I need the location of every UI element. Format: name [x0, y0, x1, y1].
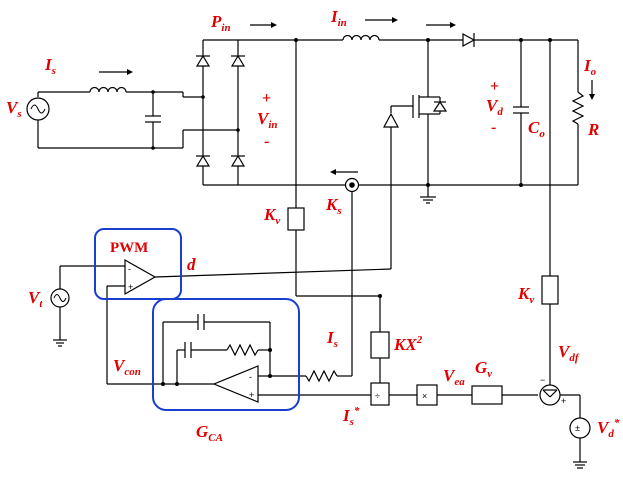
- compensation-network: [161, 314, 272, 386]
- label-ks: Ks: [325, 195, 342, 217]
- label-vin-plus: +: [262, 90, 271, 107]
- summing-junction: [539, 384, 581, 418]
- label-vd-minus: -: [491, 119, 496, 136]
- label-pin: Pin: [210, 12, 231, 34]
- pwm-highlight-box: [94, 228, 182, 300]
- pwm-comparator: [124, 258, 392, 296]
- ground-symbol-power: [420, 185, 436, 204]
- label-kv-left: Kv: [263, 205, 280, 227]
- sum-minus-sign: −: [540, 375, 545, 385]
- label-vea: Vea: [443, 366, 465, 388]
- gate-driver: [382, 112, 400, 269]
- kv-right-block: [541, 40, 559, 385]
- label-vt: Vt: [28, 288, 43, 310]
- label-pwm: PWM: [110, 240, 148, 256]
- label-gv: Gv: [475, 358, 492, 380]
- sum-plus-sign: +: [561, 396, 566, 406]
- opamp-minus-sign: -: [249, 372, 252, 382]
- divider-block: [370, 382, 390, 406]
- flow-arrows: [99, 17, 595, 175]
- label-is-star: Is*: [342, 405, 360, 428]
- multiplier-symbol: ×: [422, 391, 427, 401]
- label-kx2: KX2: [393, 334, 423, 354]
- comparator-minus-sign: -: [128, 264, 131, 274]
- reference-source-vdstar: [569, 417, 591, 469]
- gv-block: [471, 385, 503, 405]
- label-d: d: [187, 255, 196, 274]
- label-vdf: Vdf: [558, 342, 580, 364]
- ref-source-sign: ±: [575, 423, 580, 433]
- load-resistor: [571, 40, 585, 185]
- carrier-source-vt: [50, 265, 125, 347]
- label-co: Co: [528, 118, 545, 140]
- mosfet-switch: [390, 40, 448, 185]
- label-vcon: Vcon: [113, 356, 141, 378]
- diode-bridge: [195, 40, 246, 185]
- label-vd-plus: +: [490, 78, 499, 95]
- boost-diode: [462, 32, 476, 48]
- comparator-plus-sign: +: [128, 282, 133, 292]
- label-kv-right: Kv: [517, 284, 534, 306]
- kx2-block: [370, 296, 390, 383]
- label-vs: Vs: [6, 98, 22, 120]
- input-filter-capacitor: [145, 90, 161, 150]
- label-vin: Vin: [257, 109, 278, 131]
- label-vd-star: Vd*: [597, 417, 620, 440]
- input-resistor-ca: [270, 369, 338, 383]
- label-gca: GCA: [196, 422, 223, 444]
- label-vin-minus: -: [264, 133, 269, 150]
- kv-left-block: [287, 40, 380, 297]
- output-capacitor: [513, 40, 529, 185]
- label-is-input: Is: [44, 55, 56, 77]
- label-vd: Vd: [486, 96, 503, 118]
- label-iin: Iin: [330, 7, 347, 29]
- divider-symbol: ÷: [375, 391, 380, 401]
- input-inductor: [89, 86, 183, 93]
- label-is-mid: Is: [326, 328, 338, 350]
- label-r: R: [587, 120, 599, 139]
- opamp-plus-sign: +: [249, 390, 254, 400]
- ac-source-vs: [26, 91, 183, 149]
- label-io: Io: [583, 56, 597, 78]
- current-sensor-ks: [344, 177, 360, 193]
- gca-highlight-box: [152, 298, 300, 411]
- opamp-gca: [163, 365, 290, 403]
- boost-inductor: [342, 34, 380, 41]
